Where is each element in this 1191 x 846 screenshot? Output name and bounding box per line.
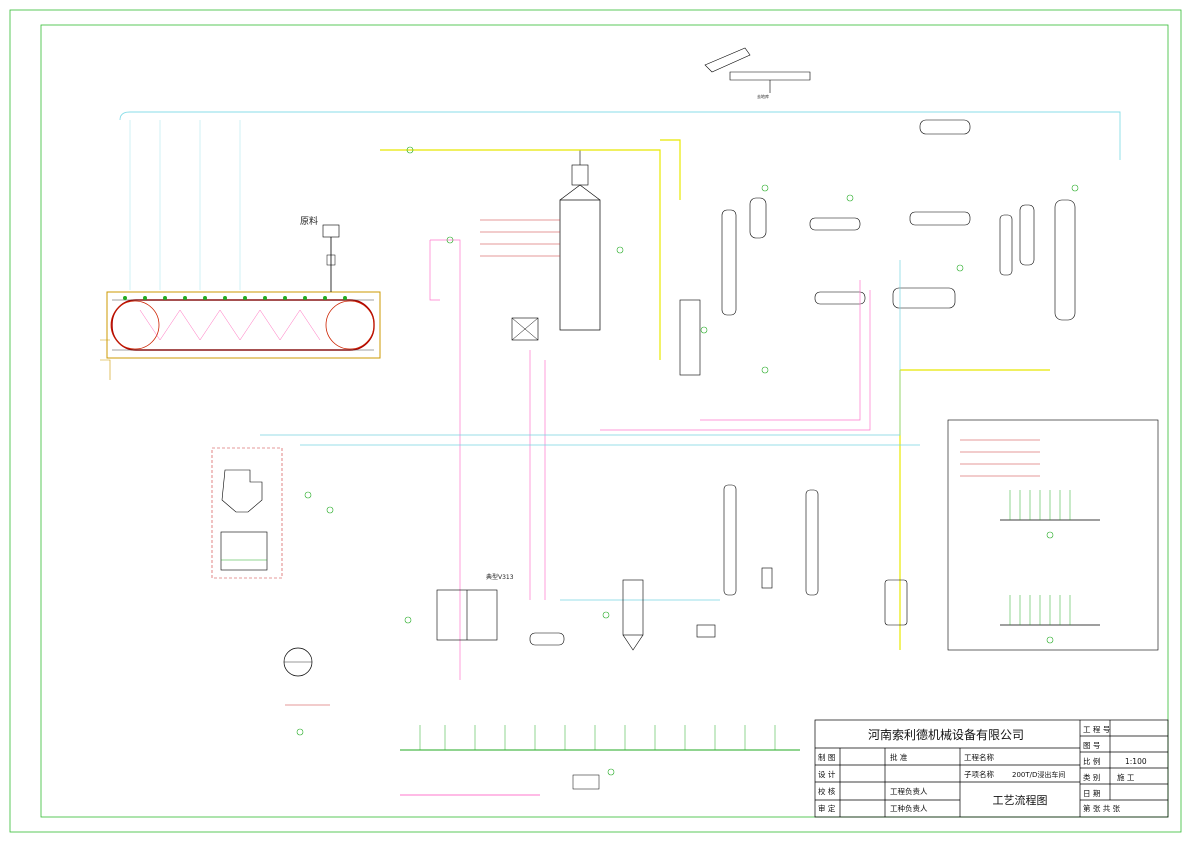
tb-right-label-5: 日 期 (1083, 789, 1100, 798)
tb-right-label-3: 比 例 (1083, 756, 1100, 766)
solvent-lines (429, 239, 871, 680)
project-name-label: 工程名称 (964, 752, 994, 762)
title-block (814, 719, 1169, 818)
tb-row-4-mid: 工种负责人 (890, 803, 928, 813)
tb-row-3-label: 校 核 (818, 786, 836, 796)
steam-line (380, 139, 681, 360)
drawing-title: 工艺流程图 (993, 793, 1048, 807)
inner-border (40, 24, 1169, 818)
lower-equipment (436, 484, 908, 651)
cooling-water-branches (260, 260, 920, 601)
tb-scale-value: 1:100 (1125, 757, 1147, 766)
tb-row-1-mid: 批 准 (890, 752, 908, 762)
condensers (809, 119, 971, 309)
tb-row-4-label: 审 定 (818, 803, 836, 813)
typical-v313-label: 典型V313 (486, 573, 514, 581)
tb-right-label-4: 类 别 (1083, 772, 1100, 782)
desolventizer-toaster (480, 150, 601, 341)
raw-material-label: 原料 (300, 215, 318, 227)
extractor-unit (100, 291, 381, 380)
storage-area (211, 447, 283, 579)
tb-category-value: 施 工 (1117, 772, 1135, 782)
waste-tank (283, 647, 330, 706)
top-conveyor (704, 47, 811, 93)
tb-right-label-1: 工 程 号 (1083, 725, 1110, 734)
feeder (322, 224, 340, 292)
cooling-water-main (119, 111, 1121, 160)
evaporator-group (679, 197, 1076, 376)
tb-row-1-label: 制 图 (818, 752, 835, 762)
tb-row-2-label: 设 计 (818, 769, 836, 779)
sub-project-label: 子项名称 (964, 769, 994, 779)
steam-distribution-panel (947, 419, 1159, 651)
sub-project-value: 200T/D浸出车间 (1012, 770, 1065, 779)
tb-right-label-2: 图 号 (1083, 741, 1100, 750)
tank-label: 去地库 (757, 93, 769, 99)
utility-headers (400, 725, 800, 796)
instrument-tags (296, 146, 1079, 776)
tb-row-3-mid: 工程负责人 (890, 786, 928, 796)
outer-border (9, 9, 1182, 833)
tb-sheet-count: 第 张 共 张 (1083, 803, 1121, 813)
company-name: 河南索利德机械设备有限公司 (868, 727, 1024, 742)
